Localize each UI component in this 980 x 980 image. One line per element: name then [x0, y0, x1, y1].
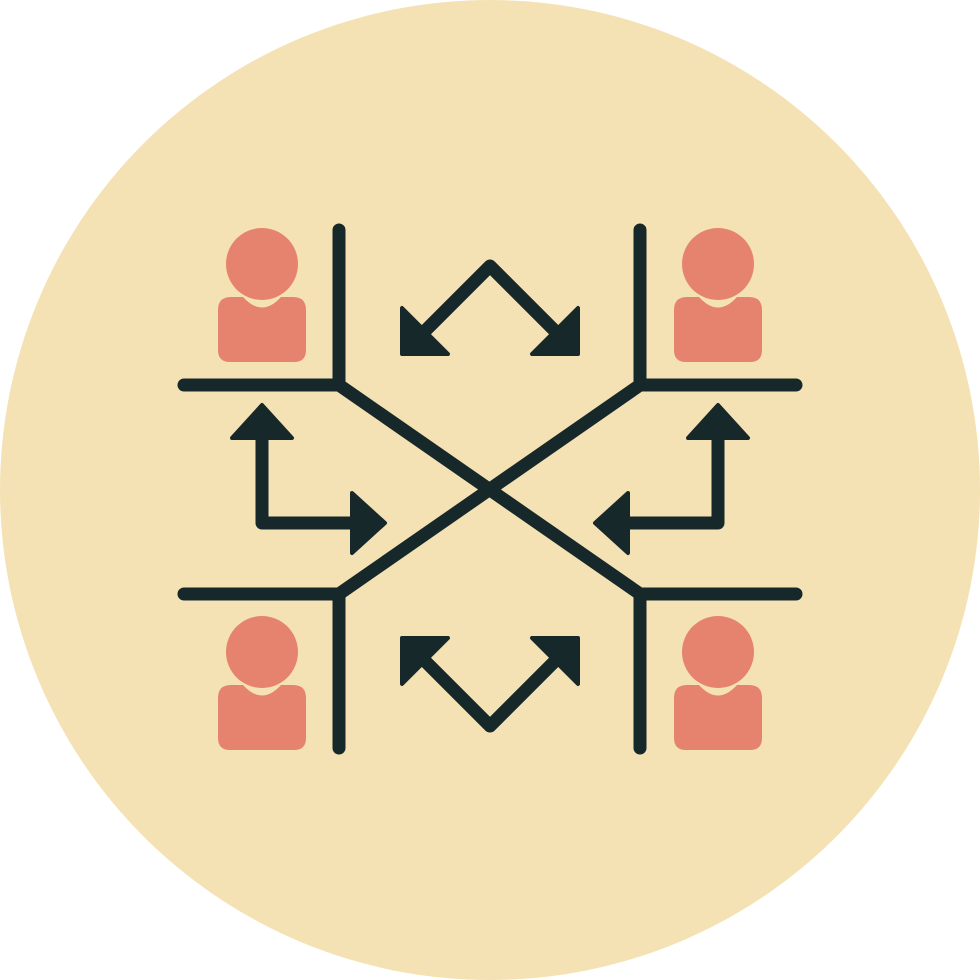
network-lines: [177, 223, 803, 755]
arrow-right-elbow-icon: [593, 403, 750, 555]
arrow-top-double-icon: [400, 259, 580, 356]
arrow-left-elbow-icon: [230, 403, 387, 555]
person-top-right-icon: [674, 228, 762, 362]
person-bottom-left-icon: [218, 616, 306, 750]
person-bottom-right-icon: [674, 616, 762, 750]
person-top-left-icon: [218, 228, 306, 362]
arrow-bottom-double-icon: [400, 636, 580, 733]
